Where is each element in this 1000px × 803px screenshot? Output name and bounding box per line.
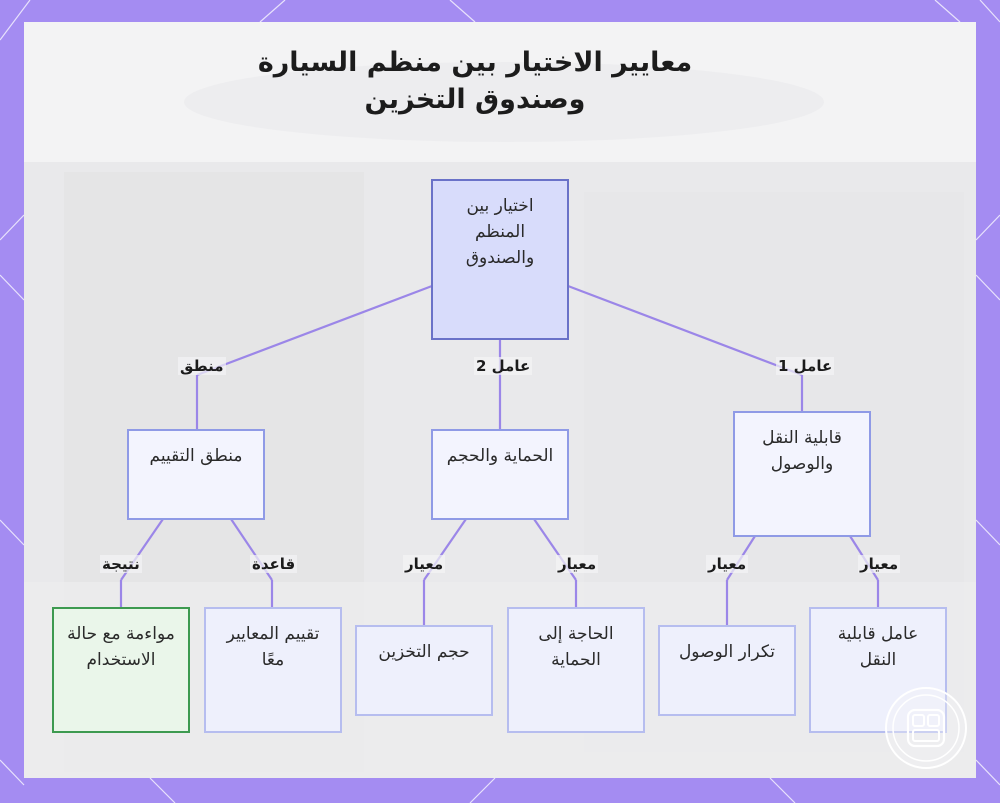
portability-node-label: قابلية النقل والوصول: [762, 428, 842, 474]
edge-label-criterion: معيار: [706, 555, 749, 573]
edge-label-factor2: عامل 2: [474, 357, 533, 375]
portability-factor-node: عامل قابلية النقل: [809, 607, 947, 733]
evaluation-node: منطق التقييم: [127, 429, 265, 520]
edge-root-evaluation: [196, 284, 433, 377]
joint-evaluation-label: تقييم المعايير معًا: [226, 624, 320, 670]
access-frequency-label: تكرار الوصول: [678, 642, 776, 662]
storage-size-node: حجم التخزين: [355, 625, 493, 716]
protection-node: الحماية والحجم: [431, 429, 569, 520]
joint-evaluation-node: تقييم المعايير معًا: [204, 607, 342, 733]
evaluation-node-label: منطق التقييم: [149, 446, 243, 466]
protection-need-label: الحاجة إلى الحماية: [538, 624, 614, 670]
edge-label-criterion: معيار: [403, 555, 446, 573]
portability-factor-label: عامل قابلية النقل: [837, 624, 919, 670]
grid-logo-icon: [885, 687, 967, 769]
edge-root-portability: [567, 284, 803, 377]
storage-size-label: حجم التخزين: [378, 642, 470, 662]
root-node-label: اختيار بين المنظم والصندوق: [465, 196, 535, 268]
edge-label-criterion: معيار: [858, 555, 901, 573]
root-node: اختيار بين المنظم والصندوق: [431, 179, 569, 340]
access-frequency-node: تكرار الوصول: [658, 625, 796, 716]
edge-label-logic: منطق: [178, 357, 226, 375]
portability-node: قابلية النقل والوصول: [733, 411, 871, 537]
protection-node-label: الحماية والحجم: [446, 446, 554, 466]
edge-label-result: نتيجة: [100, 555, 142, 573]
edge-label-factor1: عامل 1: [776, 357, 835, 375]
protection-need-node: الحاجة إلى الحماية: [507, 607, 645, 733]
edge-label-criterion: معيار: [556, 555, 599, 573]
edge-label-rule: قاعدة: [250, 555, 298, 573]
diagram-title: معايير الاختيار بين منظم السيارة وصندوق …: [257, 47, 693, 115]
use-case-fit-node: مواءمة مع حالة الاستخدام: [52, 607, 190, 733]
use-case-fit-label: مواءمة مع حالة الاستخدام: [67, 624, 175, 670]
